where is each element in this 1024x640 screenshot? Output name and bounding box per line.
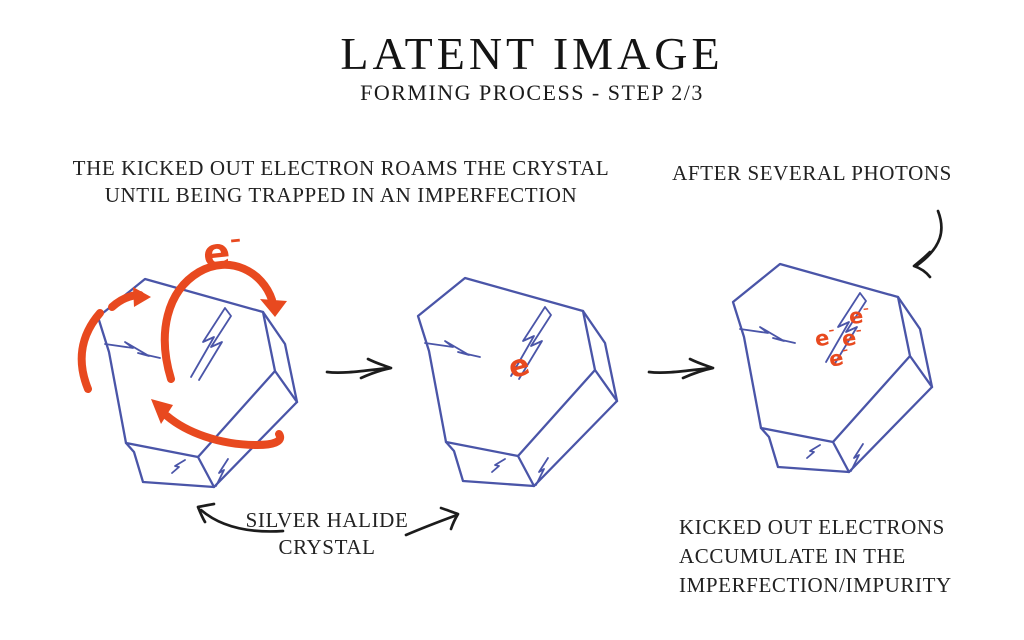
label-pointer-right-arrow — [404, 506, 460, 537]
left-caption-line-1: THE KICKED OUT ELECTRON ROAMS THE CRYSTA… — [72, 156, 610, 180]
accumulate-caption-line-1: KICKED OUT ELECTRONS — [679, 515, 945, 539]
accumulated-electron-label: e– — [826, 342, 850, 372]
accumulate-caption-line-3: IMPERFECTION/IMPURITY — [679, 573, 952, 597]
silver-halide-label: SILVER HALIDE CRYSTAL — [246, 507, 409, 561]
flow-arrow-1 — [325, 357, 393, 380]
accumulate-caption: KICKED OUT ELECTRONS ACCUMULATE IN THE I… — [679, 513, 952, 600]
electron-label: e– — [200, 227, 243, 278]
page-title: LATENT IMAGE — [340, 28, 724, 79]
left-caption: THE KICKED OUT ELECTRON ROAMS THE CRYSTA… — [73, 155, 610, 209]
accumulate-caption-line-2: ACCUMULATE IN THE — [679, 544, 906, 568]
silver-halide-crystal-1 — [75, 266, 315, 501]
silver-halide-label-line-2: CRYSTAL — [278, 535, 376, 559]
flow-arrow-2 — [647, 357, 715, 380]
silver-halide-label-line-1: SILVER HALIDE — [245, 508, 409, 532]
page-subtitle: FORMING PROCESS - STEP 2/3 — [360, 80, 704, 105]
after-photons-caption: AFTER SEVERAL PHOTONS — [672, 161, 952, 185]
left-caption-line-2: UNTIL BEING TRAPPED IN AN IMPERFECTION — [104, 183, 578, 207]
